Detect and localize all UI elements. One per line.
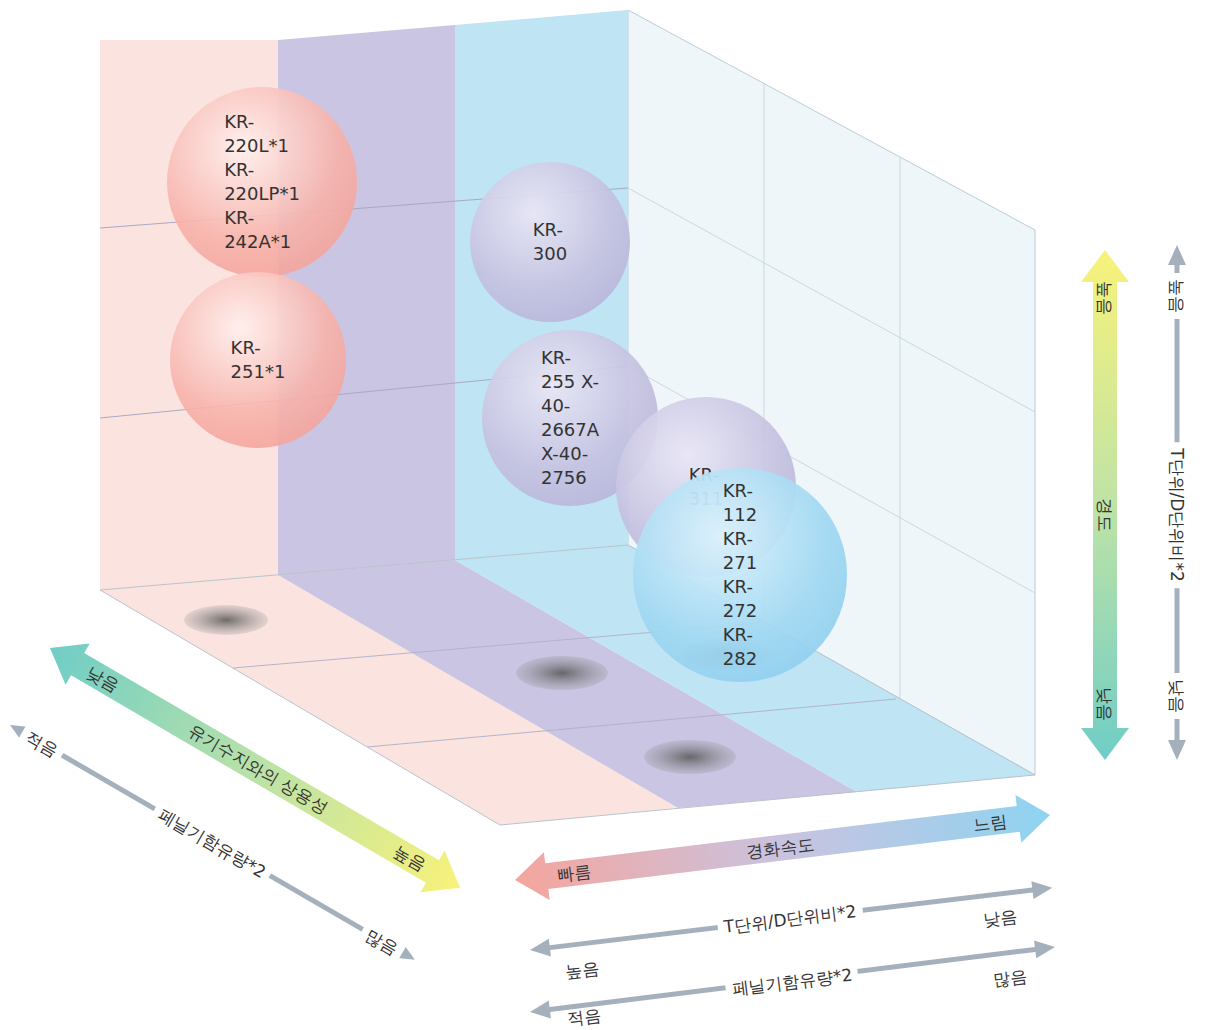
axis-end-label: 높음: [1095, 275, 1115, 321]
axis-end-label: 높음: [558, 957, 606, 982]
axis-title: 유기수지와의 상용성: [179, 717, 336, 820]
axis-end-label: 많음: [357, 922, 407, 962]
axis-end-label: 낮음: [976, 905, 1024, 930]
axis-title: T단위/D단위비*2: [717, 900, 864, 937]
axis-end-label: 적음: [560, 1004, 608, 1030]
product-name: KR-255 X-40-2667A X-40-2756: [541, 346, 599, 490]
axis-title: 페닐기함유량*2: [725, 964, 860, 1000]
product-name: KR-251*1: [231, 336, 286, 384]
product-name: KR-112 KR-271 KR-272 KR-282: [723, 479, 757, 671]
axis-title: 경도: [1095, 492, 1115, 538]
axis-title: 페닐기함유량*2: [149, 801, 274, 885]
product-sphere: KR-112 KR-271 KR-272 KR-282: [633, 468, 846, 681]
axis-end-label: 낮음: [1095, 681, 1115, 727]
product-name: KR-300: [533, 218, 567, 266]
product-sphere: KR-251*1: [170, 272, 346, 448]
axis-title: T단위/D단위비*2: [1167, 442, 1187, 588]
axis-end-label: 적음: [17, 724, 67, 764]
axis-end-label: 많음: [986, 965, 1034, 991]
axis-end-label: 낮음: [1167, 673, 1187, 719]
product-name: KR-220L*1 KR-220LP*1 KR-242A*1: [224, 110, 300, 254]
axis-end-label: 높음: [1167, 273, 1187, 319]
product-sphere: KR-220L*1 KR-220LP*1 KR-242A*1: [167, 87, 357, 277]
product-sphere: KR-300: [470, 162, 630, 322]
